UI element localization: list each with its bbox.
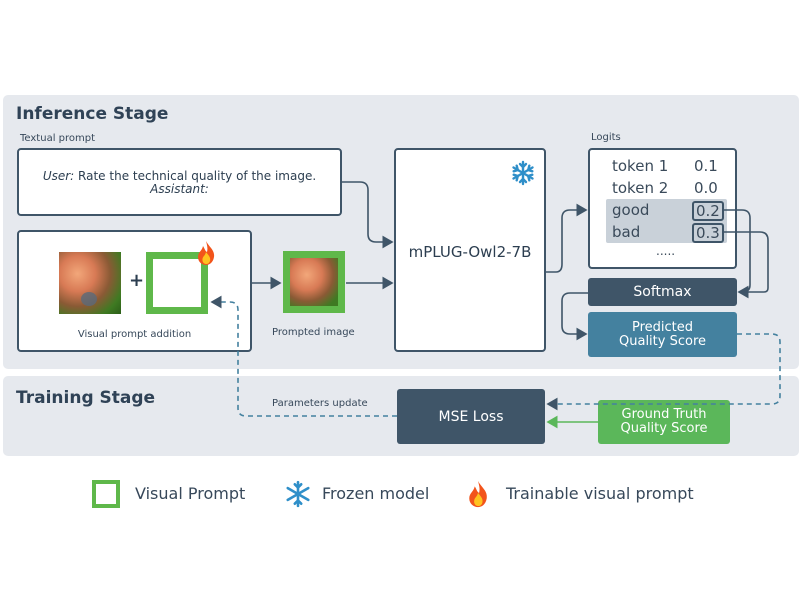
source-image [59, 252, 121, 314]
legend-trainable-prompt-label: Trainable visual prompt [506, 484, 694, 503]
logits-highlight [606, 199, 727, 243]
prompt-assistant-line: Assistant: [150, 182, 209, 196]
logit-value-good: 0.2 [692, 201, 724, 221]
arrow-softmax-to-predicted [561, 292, 588, 341]
snowflake-icon [510, 160, 536, 190]
logit-token-1: token 1 [612, 157, 669, 175]
visual-prompt-addition-box: + Visual prompt addition [17, 230, 252, 352]
parameters-update-label: Parameters update [272, 398, 368, 409]
legend-frozen-model-label: Frozen model [322, 484, 430, 503]
arrow-mse-to-prompt [210, 295, 397, 417]
legend-visual-prompt-label: Visual Prompt [135, 484, 246, 503]
logit-value-2: 0.0 [694, 179, 718, 197]
predicted-line1: Predicted [631, 319, 694, 335]
textual-prompt-label: Textual prompt [20, 133, 96, 144]
arrow-bad-to-softmax [722, 231, 769, 293]
fish-eye-shape [81, 292, 97, 306]
inference-stage-title: Inference Stage [16, 104, 169, 124]
textual-prompt-box: User: Rate the technical quality of the … [17, 148, 342, 216]
ground-truth-line2: Quality Score [620, 421, 708, 436]
predicted-score-box: Predicted Quality Score [588, 312, 737, 357]
logit-value-bad: 0.3 [692, 223, 724, 243]
mse-loss-box: MSE Loss [397, 389, 545, 444]
ground-truth-line1: Ground Truth [621, 407, 707, 422]
flame-icon [195, 240, 217, 270]
predicted-line2: Quality Score [619, 333, 706, 349]
prompted-image-content [290, 258, 338, 306]
prompt-user-text: Rate the technical quality of the image. [74, 168, 317, 183]
legend-flame-icon [466, 479, 490, 513]
legend-snowflake-icon [284, 480, 312, 512]
arrow-model-to-logits [546, 203, 588, 273]
arrow-predicted-to-mse [546, 333, 781, 411]
logits-label: Logits [591, 132, 621, 143]
prompt-user-label: User: [42, 168, 75, 183]
plus-sign: + [129, 270, 145, 291]
visual-prompt-addition-label: Visual prompt addition [77, 329, 192, 340]
logits-ellipsis: ..... [656, 244, 676, 258]
arrow-text-to-model [342, 181, 394, 249]
ground-truth-box: Ground Truth Quality Score [598, 400, 730, 444]
model-box: mPLUG-Owl2-7B [394, 148, 546, 352]
model-name: mPLUG-Owl2-7B [408, 243, 532, 261]
visual-prompt-frame [146, 252, 208, 314]
training-stage-title: Training Stage [16, 388, 156, 408]
legend-visual-prompt-icon [92, 480, 120, 508]
softmax-box: Softmax [588, 278, 737, 306]
prompt-assistant-label: Assistant: [150, 181, 209, 196]
prompted-image [283, 251, 345, 313]
arrow-good-to-softmax [722, 209, 751, 299]
logit-token-2: token 2 [612, 179, 669, 197]
logits-box: token 1 0.1 token 2 0.0 good 0.2 bad 0.3… [588, 148, 737, 269]
prompt-user-line: User: Rate the technical quality of the … [43, 169, 316, 183]
logit-value-1: 0.1 [694, 157, 718, 175]
logit-token-good: good [612, 201, 650, 219]
logit-token-bad: bad [612, 223, 641, 241]
prompted-image-label: Prompted image [272, 327, 355, 338]
